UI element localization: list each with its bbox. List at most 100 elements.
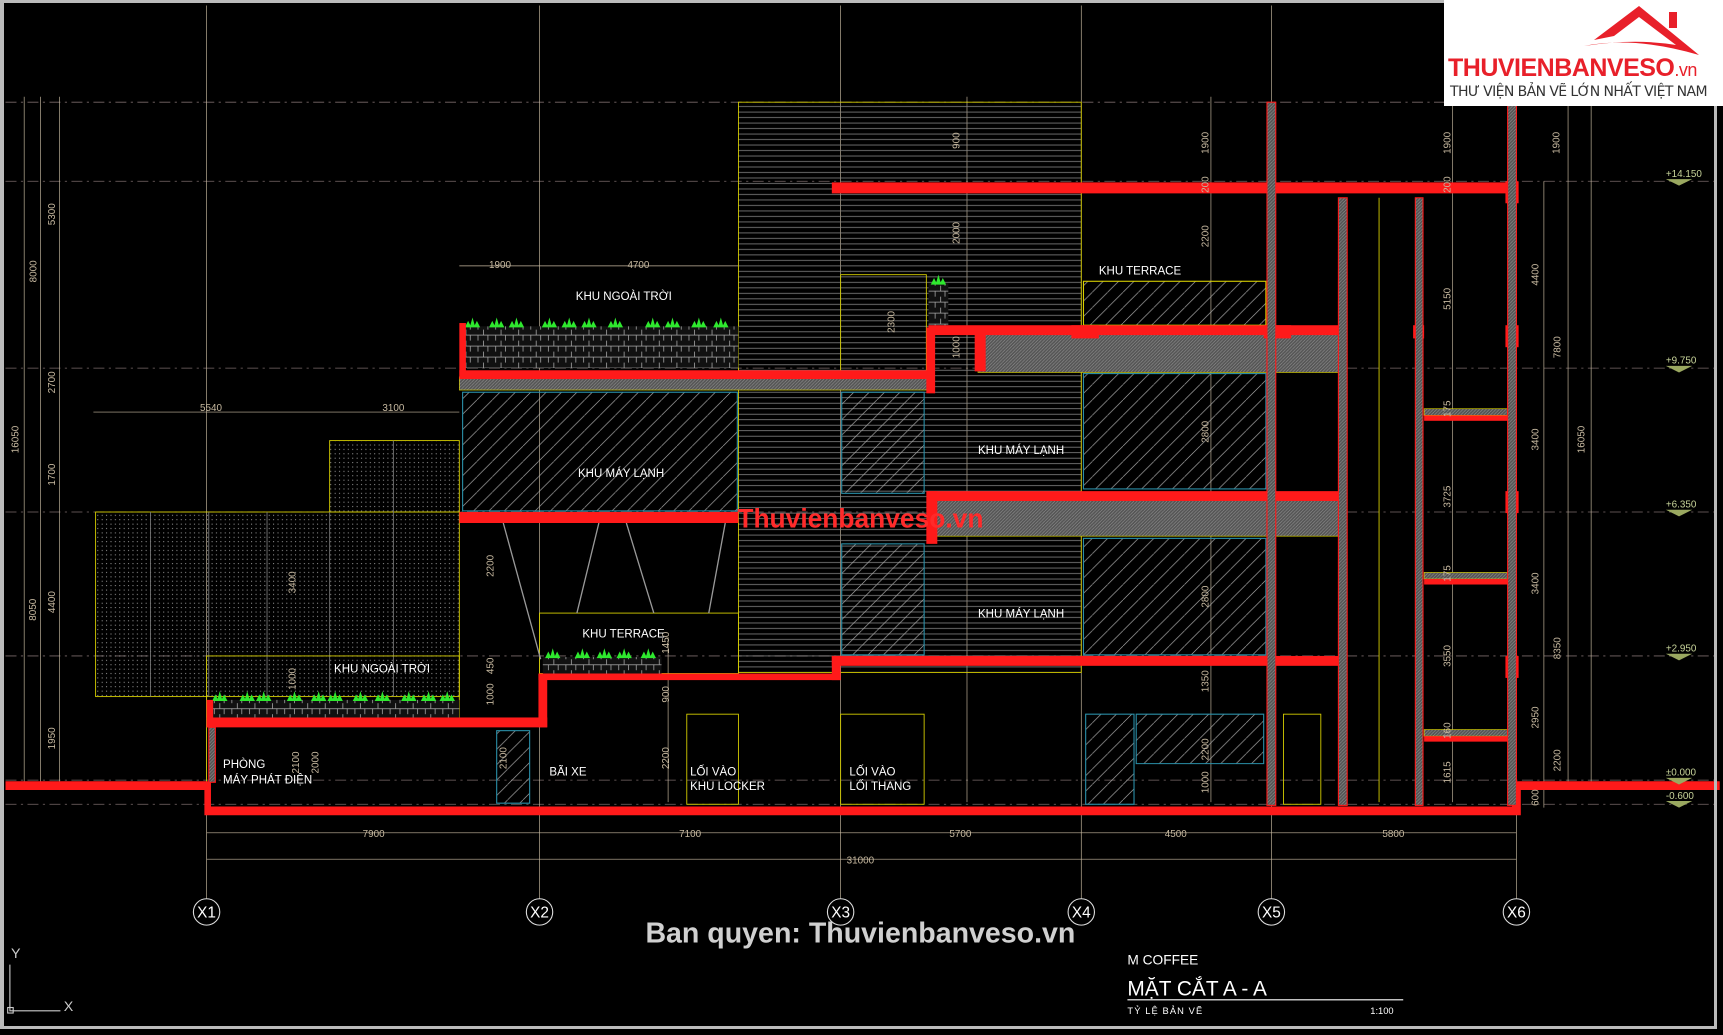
dimension-text: 1700 bbox=[47, 463, 58, 485]
dimension-text: 2000 bbox=[951, 221, 962, 243]
plant-icon bbox=[286, 691, 303, 701]
planters bbox=[210, 283, 949, 720]
plant-icon bbox=[541, 317, 558, 328]
dimension-text: 600 bbox=[1530, 789, 1541, 806]
house-roof-icon bbox=[1584, 6, 1699, 55]
plant-icon bbox=[640, 648, 657, 659]
grid-label: X5 bbox=[1262, 904, 1281, 921]
plant-icon bbox=[645, 317, 661, 328]
drawing-title: MẶT CẮT A - A bbox=[1127, 976, 1267, 1000]
logo-tagline: THƯ VIỆN BẢN VẼ LỚN NHẤT VIỆT NAM bbox=[1450, 84, 1708, 100]
plant-icon bbox=[212, 691, 228, 701]
grid-bubble-x4: X4 bbox=[1067, 898, 1096, 926]
dimension-text: 16050 bbox=[11, 425, 22, 453]
plant-icon bbox=[607, 317, 624, 328]
dimension-text: 2950 bbox=[1530, 706, 1541, 728]
facade-dotted bbox=[95, 511, 460, 698]
dimension-text: 1000 bbox=[288, 668, 299, 690]
label-ac-mid-lower: KHU MÁY LẠNH bbox=[978, 607, 1064, 620]
scale-label: TỶ LỆ BẢN VẼ bbox=[1127, 1005, 1203, 1016]
plant-icon bbox=[561, 317, 577, 328]
dimension-text: 16050 bbox=[1577, 425, 1588, 453]
plant-icon bbox=[310, 691, 327, 701]
level-label: +2.950 bbox=[1666, 644, 1697, 655]
plant-icon bbox=[439, 691, 455, 701]
grid-bubble-x2: X2 bbox=[525, 898, 554, 926]
dimension-text: 3400 bbox=[288, 571, 299, 593]
glass-wall bbox=[841, 543, 925, 656]
dimension-text: 31000 bbox=[847, 856, 875, 867]
area-labels: KHU TERRACE KHU NGOÀI TRỜI KHU MÁY LẠNH … bbox=[223, 266, 1181, 793]
watermark-center: Thuvienbanveso.vn bbox=[737, 503, 983, 533]
dimension-text: 4500 bbox=[1165, 829, 1187, 840]
plant-icon bbox=[664, 317, 681, 328]
door bbox=[496, 730, 531, 804]
glass-wall bbox=[1082, 537, 1267, 656]
plant-icon bbox=[464, 317, 481, 328]
level-label: +9.750 bbox=[1666, 356, 1697, 367]
label-parking: BÃI XE bbox=[549, 766, 586, 779]
level-marker: +9.750 bbox=[1665, 356, 1697, 373]
dimension-text: 2100 bbox=[499, 747, 510, 769]
grid-label: X3 bbox=[831, 904, 850, 921]
grid-bubble-x5: X5 bbox=[1257, 898, 1286, 926]
dimension-text: 5150 bbox=[1442, 287, 1453, 309]
level-marker: +14.150 bbox=[1665, 169, 1702, 186]
plant-icon bbox=[256, 691, 272, 701]
dimension-text: 1000 bbox=[1201, 771, 1212, 793]
grid-axis-bubbles: X1 X2 X3 X4 X5 X6 bbox=[192, 898, 1531, 926]
dimension-text: 3400 bbox=[1530, 428, 1541, 450]
dimension-text: 7900 bbox=[363, 829, 385, 840]
dimension-text: 450 bbox=[485, 657, 496, 674]
plant-icon bbox=[420, 691, 437, 701]
dimension-text: 1900 bbox=[489, 260, 511, 271]
grid-label: X1 bbox=[197, 904, 216, 921]
plant-icon bbox=[239, 691, 255, 701]
dimension-text: 1900 bbox=[1201, 131, 1212, 153]
level-label: -0.600 bbox=[1666, 791, 1695, 802]
level-markers: +14.150 +9.750 +6.350 +2.950 ±0.000 -0.600 bbox=[1665, 169, 1702, 808]
level-marker: +2.950 bbox=[1665, 644, 1697, 661]
level-marker: +6.350 bbox=[1665, 500, 1697, 517]
label-locker: KHU LOCKER bbox=[690, 781, 765, 793]
plant-icon bbox=[401, 691, 417, 701]
grid-bubble-x6: X6 bbox=[1502, 898, 1531, 926]
project-name: M COFFEE bbox=[1127, 953, 1198, 968]
dimension-text: 200 bbox=[1442, 176, 1453, 193]
glass-wall bbox=[1082, 280, 1267, 326]
dimension-text: 900 bbox=[951, 132, 962, 149]
grid-label: X2 bbox=[530, 904, 549, 921]
label-outdoor-upper: KHU NGOÀI TRỜI bbox=[576, 290, 672, 303]
plant-icon bbox=[374, 691, 391, 701]
dimension-text: 175 bbox=[1442, 565, 1453, 582]
dimension-text: 2300 bbox=[886, 310, 897, 332]
dimension-text: 2000 bbox=[311, 751, 322, 773]
glass-wall bbox=[841, 391, 925, 494]
dimension-text: 8350 bbox=[1552, 637, 1563, 659]
glass-wall bbox=[462, 391, 738, 512]
dimension-text: 5700 bbox=[949, 829, 971, 840]
label-ac-left: KHU MÁY LẠNH bbox=[578, 467, 664, 480]
ucs-y-label: Y bbox=[11, 946, 21, 962]
dimension-text: 3100 bbox=[382, 403, 404, 414]
dimension-text: 1450 bbox=[661, 631, 672, 653]
dimension-text: 2200 bbox=[485, 554, 496, 576]
dimension-text: 1900 bbox=[1551, 131, 1562, 153]
dimension-text: 2200 bbox=[1201, 738, 1212, 760]
grid-label: X4 bbox=[1072, 904, 1091, 921]
dimension-text: 3550 bbox=[1442, 644, 1453, 666]
label-terrace-low: KHU TERRACE bbox=[582, 628, 665, 640]
plant-icon bbox=[352, 691, 369, 701]
title-block: M COFFEE MẶT CẮT A - A TỶ LỆ BẢN VẼ 1:10… bbox=[1127, 953, 1404, 1016]
plant-icon bbox=[545, 648, 561, 659]
dimension-text: 5300 bbox=[47, 203, 58, 225]
dimension-text: 7100 bbox=[679, 829, 701, 840]
level-label: ±0.000 bbox=[1666, 768, 1697, 779]
label-ac-mid-upper: KHU MÁY LẠNH bbox=[978, 444, 1064, 457]
logo-brand: THUVIENBANVESO.vn bbox=[1448, 54, 1697, 82]
plant-icon bbox=[713, 317, 729, 328]
dimension-text: 200 bbox=[1201, 176, 1212, 193]
label-generator: MÁY PHÁT ĐIỆN bbox=[223, 773, 312, 786]
